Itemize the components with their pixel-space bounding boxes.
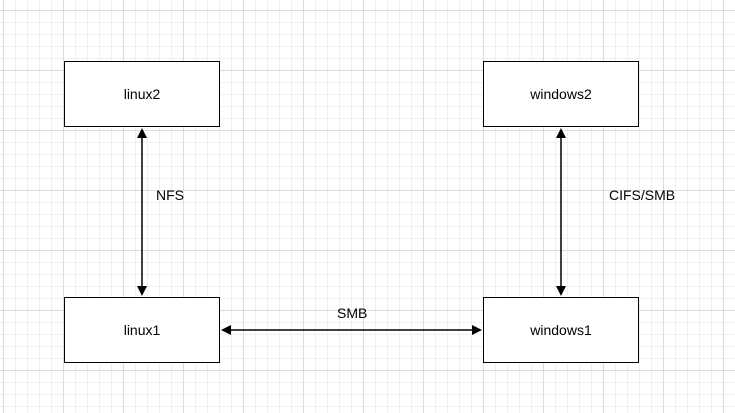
edge-label-nfs: NFS — [156, 187, 184, 203]
edge-label-cifs-smb: CIFS/SMB — [609, 187, 676, 203]
node-linux1[interactable]: linux1 — [64, 297, 220, 363]
node-label: windows2 — [530, 86, 592, 102]
node-label: linux1 — [123, 322, 161, 338]
node-windows1[interactable]: windows1 — [483, 297, 639, 363]
node-label: linux2 — [123, 86, 161, 102]
node-linux2[interactable]: linux2 — [64, 61, 220, 127]
edge-label-smb: SMB — [337, 305, 368, 321]
node-label: windows1 — [530, 322, 592, 338]
node-windows2[interactable]: windows2 — [483, 61, 639, 127]
